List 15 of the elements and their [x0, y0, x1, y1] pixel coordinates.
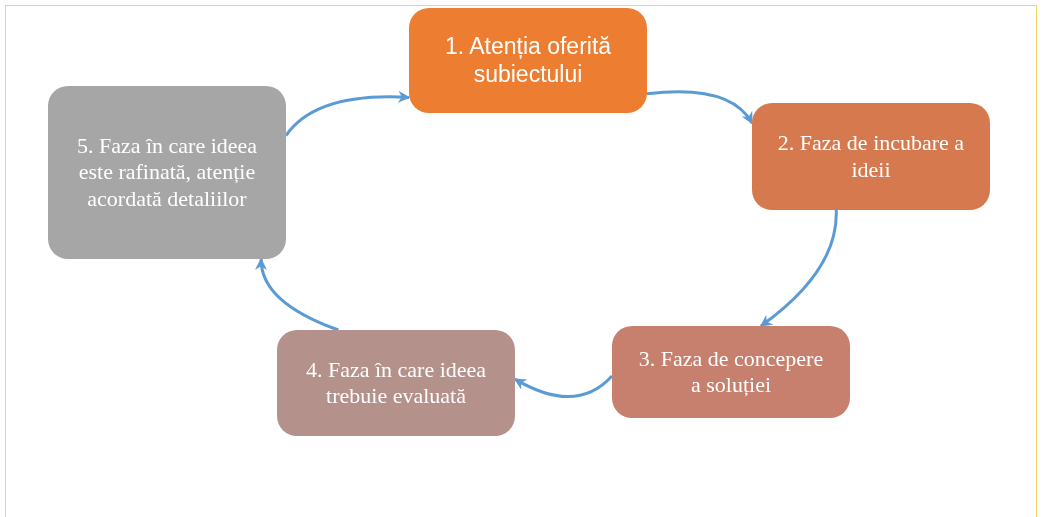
step-label: 2. Faza de incubare a ideii — [776, 130, 966, 183]
process-box — [277, 330, 515, 436]
process-box — [409, 8, 647, 113]
process-box — [48, 86, 286, 259]
curved-arrow — [255, 257, 339, 332]
process-box — [752, 103, 990, 210]
step-label: 5. Faza în care ideea este rafinată, atenție acordată detaliilor — [75, 132, 259, 213]
step-label: 3. Faza de concepere a soluției — [637, 345, 825, 399]
step-label: 1. Atenția oferită subiectului — [443, 32, 613, 89]
curved-arrow — [646, 90, 754, 125]
curved-arrow — [513, 374, 614, 398]
curved-arrow — [759, 209, 838, 328]
step-label: 4. Faza în care ideea trebuie evaluată — [304, 356, 488, 410]
process-box — [612, 326, 850, 418]
curved-arrow — [284, 91, 411, 137]
